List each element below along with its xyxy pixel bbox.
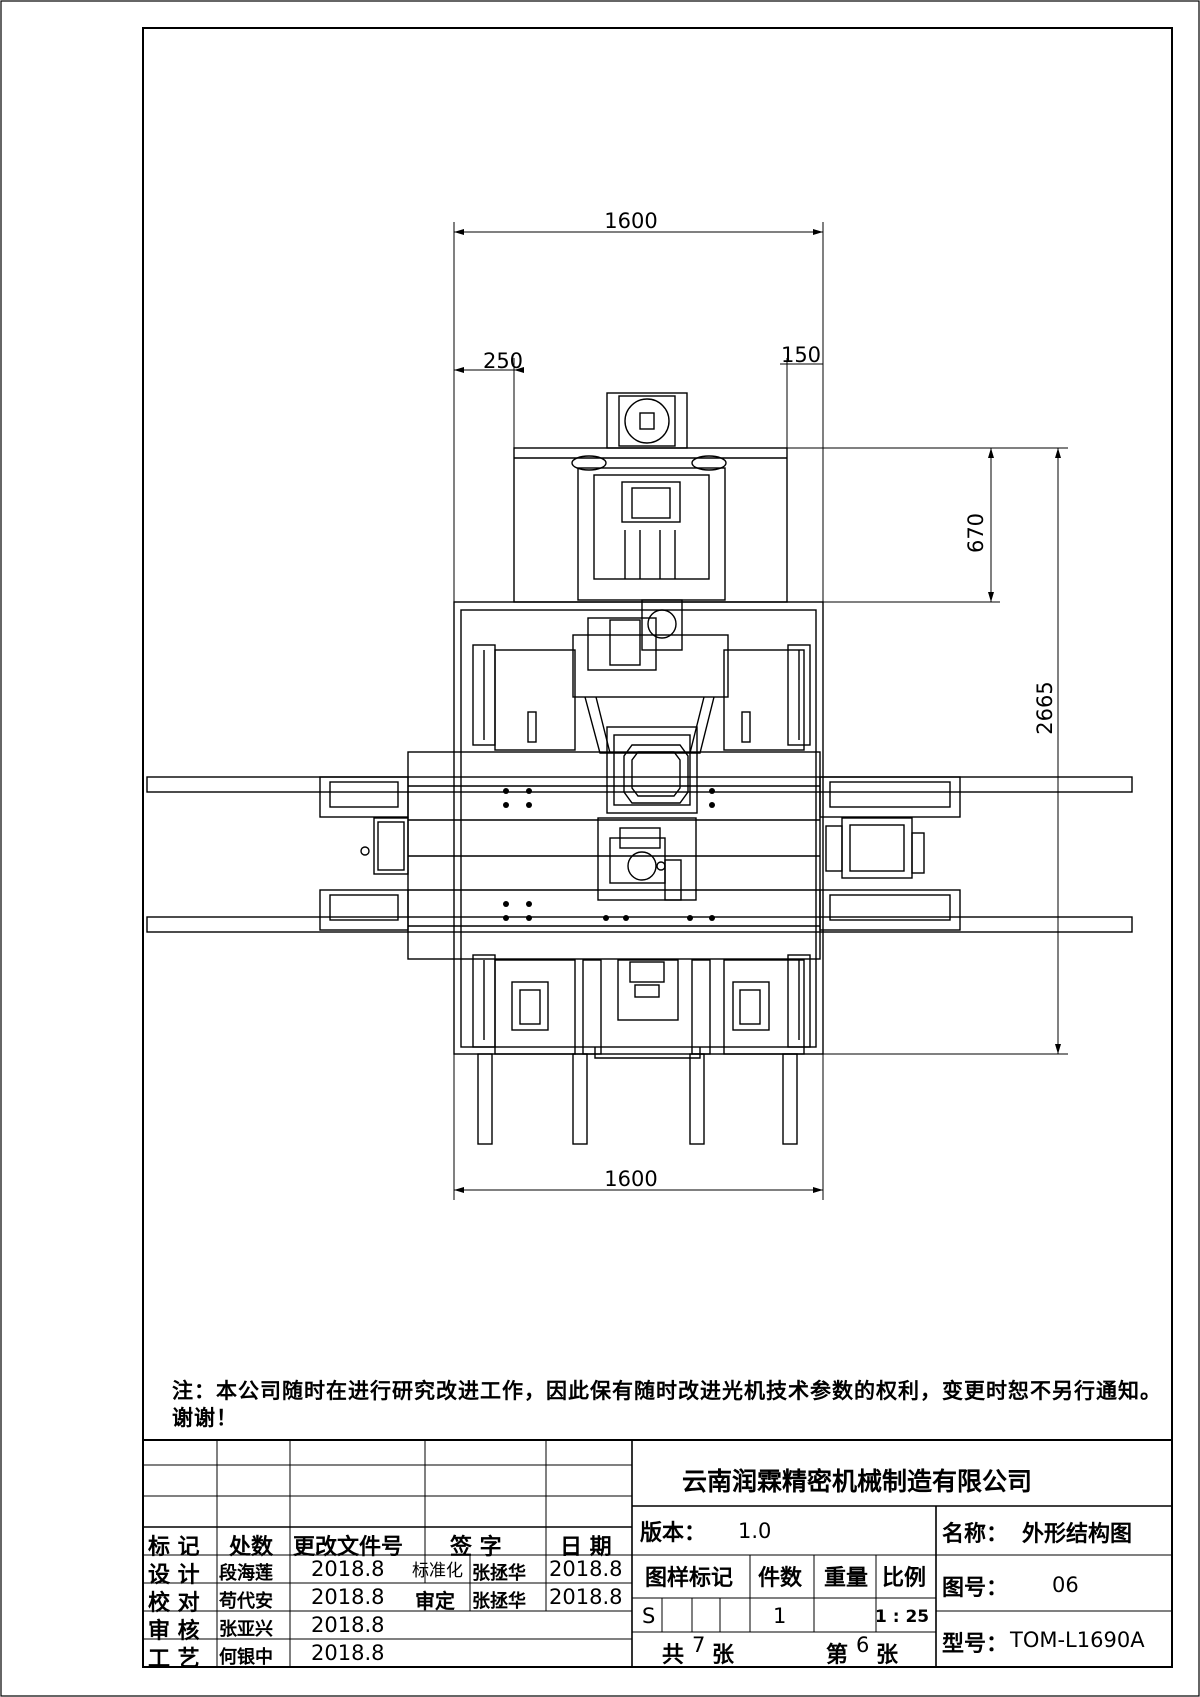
date-approve: 2018.8 [549, 1585, 623, 1609]
date-review: 2018.8 [311, 1613, 385, 1637]
sheet-prefix: 第 [826, 1643, 849, 1668]
dimension-lines [453, 222, 1068, 1200]
quantity-label: 件数 [758, 1566, 803, 1591]
role-standardize: 标准化 [412, 1561, 463, 1581]
company-name: 云南润霖精密机械制造有限公司 [682, 1467, 1033, 1496]
scale-value: 1 : 25 [875, 1607, 930, 1627]
bolt-holes [503, 788, 715, 921]
person-check: 苟代安 [219, 1591, 273, 1612]
date-process: 2018.8 [311, 1641, 385, 1665]
scale-label: 比例 [882, 1566, 927, 1591]
dim-bottom-width: 1600 [604, 1167, 657, 1191]
header-count: 处数 [229, 1535, 274, 1560]
person-design: 段海莲 [219, 1563, 273, 1584]
drawing-no-label: 图号： [942, 1576, 1009, 1601]
role-approve: 审定 [415, 1589, 455, 1613]
date-standardize: 2018.8 [549, 1557, 623, 1581]
version-label: 版本： [640, 1521, 707, 1546]
person-process: 何银中 [219, 1647, 273, 1668]
role-check: 校 对 [148, 1591, 200, 1616]
role-design: 设 计 [148, 1563, 200, 1588]
date-design: 2018.8 [311, 1557, 385, 1581]
dim-upper-height: 670 [964, 513, 988, 553]
name-value: 外形结构图 [1022, 1522, 1133, 1547]
header-date: 日 期 [560, 1535, 612, 1560]
version-value: 1.0 [738, 1519, 772, 1543]
person-standardize: 张拯华 [472, 1563, 526, 1584]
drawing-no-value: 06 [1052, 1573, 1079, 1597]
quantity-value: 1 [773, 1604, 787, 1628]
role-process: 工 艺 [148, 1647, 200, 1672]
weight-label: 重量 [824, 1566, 869, 1591]
header-change-doc: 更改文件号 [293, 1535, 404, 1560]
header-mark: 标 记 [148, 1535, 200, 1560]
dim-right-offset: 150 [781, 343, 821, 367]
total-sheets-prefix: 共 [662, 1643, 685, 1668]
model-label: 型号： [942, 1632, 1009, 1657]
date-check: 2018.8 [311, 1585, 385, 1609]
dim-total-height: 2665 [1033, 681, 1057, 734]
total-sheets-value: 7 [692, 1633, 706, 1657]
total-sheets-suffix: 张 [712, 1643, 735, 1668]
disclaimer-note: 注：本公司随时在进行研究改进工作，因此保有随时改进光机技术参数的权利，变更时恕不… [172, 1379, 1162, 1430]
sheet-suffix: 张 [876, 1643, 899, 1668]
person-approve: 张拯华 [472, 1591, 526, 1612]
person-review: 张亚兴 [219, 1619, 273, 1640]
name-label: 名称： [942, 1522, 1009, 1547]
title-block-grid [142, 1439, 1173, 1668]
machine-outline-drawing [146, 392, 1133, 1145]
model-value: TOM-L1690A [1010, 1628, 1145, 1652]
sample-mark-label: 图样标记 [645, 1566, 734, 1591]
role-review: 审 核 [148, 1619, 200, 1644]
dim-left-offset: 250 [483, 349, 523, 373]
sheet-value: 6 [856, 1633, 870, 1657]
header-signature: 签 字 [450, 1535, 502, 1560]
sample-mark-value: S [642, 1604, 656, 1628]
dim-top-width: 1600 [604, 209, 657, 233]
dimension-texts: 1600 250 150 670 2665 1600 [483, 209, 1057, 1191]
